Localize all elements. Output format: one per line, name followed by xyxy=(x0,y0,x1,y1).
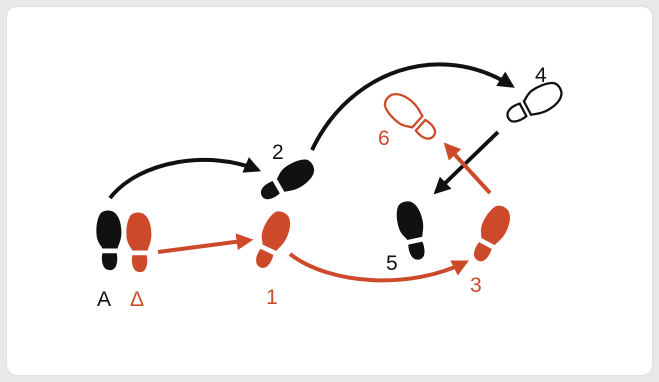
arrow-leader-4-to-5 xyxy=(433,130,500,195)
label-step-5: 5 xyxy=(386,252,398,275)
label-step-3: 3 xyxy=(470,274,482,297)
label-step-6: 6 xyxy=(378,127,390,150)
arrow-follower-delta-to-1 xyxy=(157,233,254,254)
arrow-leader-2-to-4 xyxy=(310,62,515,151)
label-step-4: 4 xyxy=(535,64,547,87)
footprint-step-2 xyxy=(255,154,320,206)
label-step-1: 1 xyxy=(266,286,278,309)
footprint-step-5 xyxy=(393,198,431,263)
footprint-follower-start xyxy=(126,212,152,273)
arrow-leader-a-to-2 xyxy=(108,157,262,200)
footprint-step-3 xyxy=(465,201,516,266)
label-leader-start: A xyxy=(97,288,111,311)
label-follower-start: Δ xyxy=(130,288,144,311)
arrow-follower-1-to-3 xyxy=(288,252,470,283)
footprint-leader-start xyxy=(96,210,122,271)
label-step-2: 2 xyxy=(272,141,284,164)
arrow-follower-3-to-6 xyxy=(443,142,492,195)
footprint-step-1 xyxy=(247,207,296,273)
